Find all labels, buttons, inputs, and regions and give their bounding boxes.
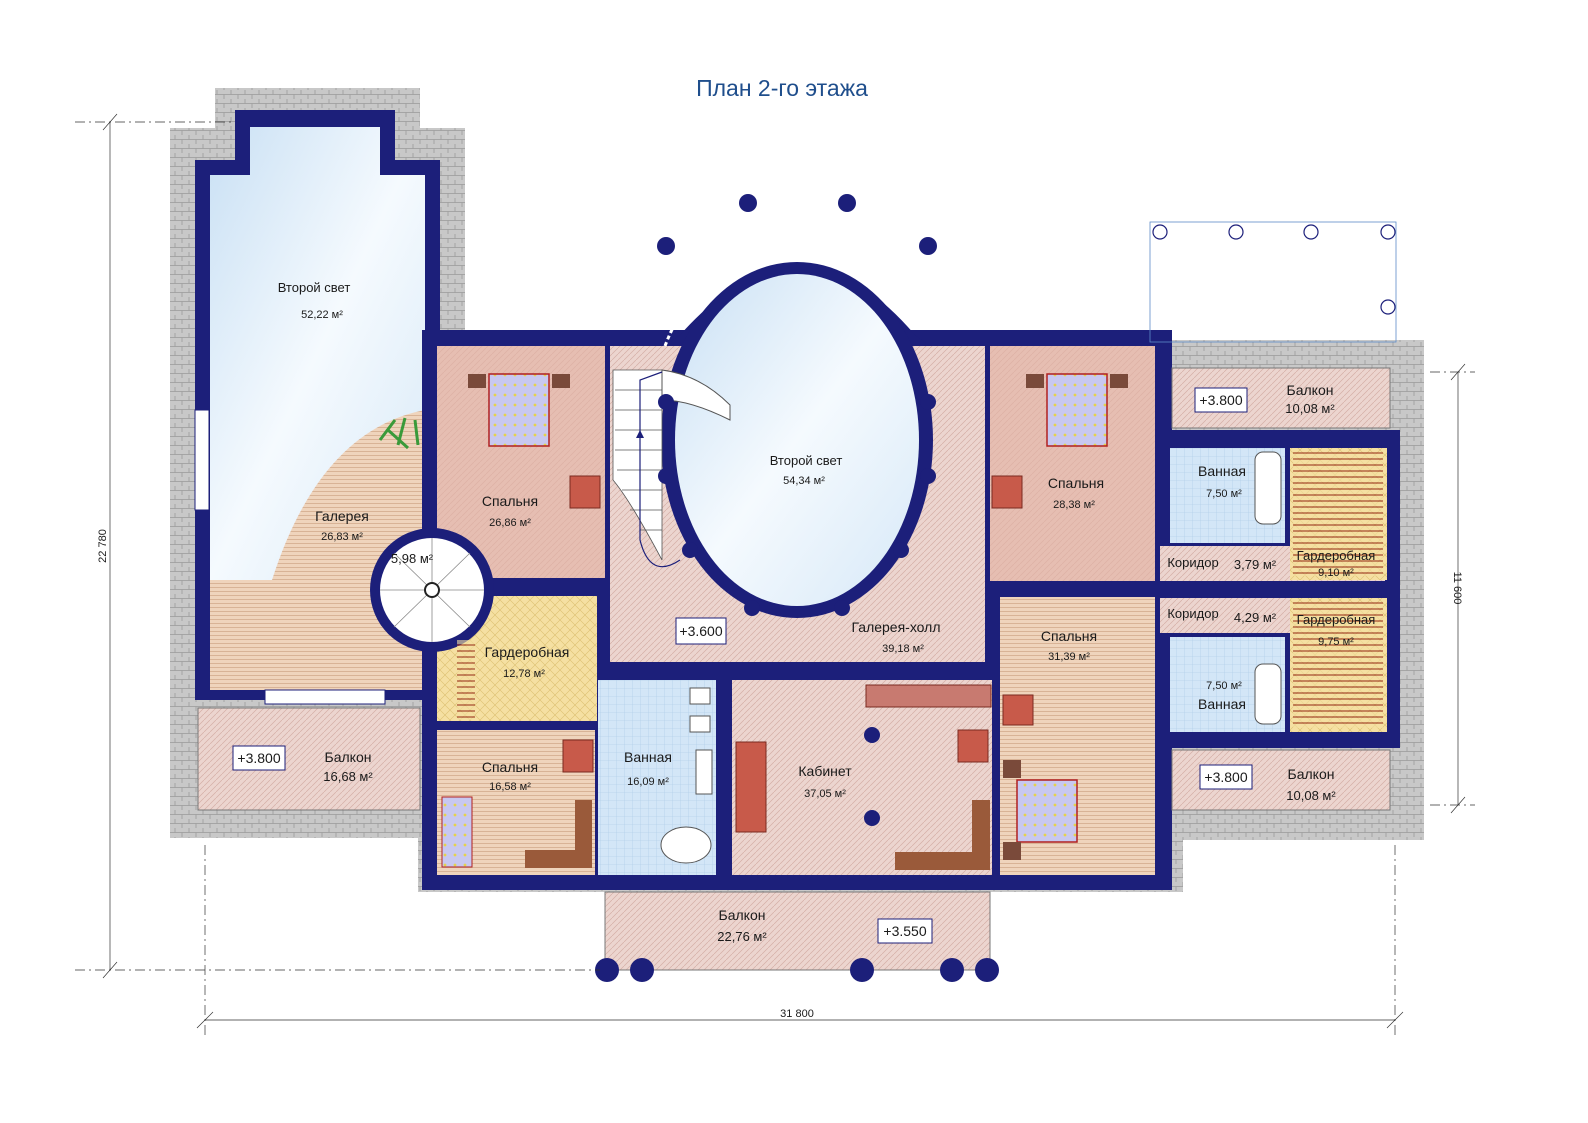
room-area-bedroom-1: 26,86 м² [489,517,531,529]
room-name-gallery: Галерея [315,508,369,524]
furniture [378,373,1383,870]
room-name-study: Кабинет [798,763,852,779]
room-area-balcony-front: 22,76 м² [717,929,767,944]
room-name-light-left: Второй свет [278,280,351,295]
room-area-bedroom-4: 16,58 м² [489,781,531,793]
level-balcony-front: +3.550 [883,923,926,939]
room-area-bath-2: 7,50 м² [1206,488,1242,500]
room-name-bedroom-3: Спальня [1041,628,1097,644]
room-area-wardrobe-3: 9,75 м² [1318,636,1354,648]
room-area-balcony-r1: 10,08 м² [1285,401,1335,416]
room-name-bedroom-4: Спальня [482,759,538,775]
room-area-hall: 39,18 м² [882,643,924,655]
oval-atrium [661,262,933,618]
room-area-bath-1: 16,09 м² [627,776,669,788]
spiral-staircase [370,528,494,652]
dimension-total-width: 31 800 [780,1008,814,1020]
room-area-bath-3: 7,50 м² [1206,680,1242,692]
room-name-bath-3: Ванная [1198,696,1246,712]
room-name-bath-2: Ванная [1198,463,1246,479]
room-name-balcony-left: Балкон [325,749,372,765]
room-name-balcony-r2: Балкон [1288,766,1335,782]
room-area-balcony-left: 16,68 м² [323,769,373,784]
room-area-corridor-2: 4,29 м² [1234,610,1277,625]
room-area-wardrobe-2: 9,10 м² [1318,567,1354,579]
level-boxes [232,387,1253,944]
level-balcony-r1: +3.800 [1199,392,1242,408]
level-hall: +3.600 [679,623,722,639]
room-name-balcony-r1: Балкон [1287,382,1334,398]
room-area-stair-small: 5,98 м² [391,551,434,566]
room-name-bedroom-2: Спальня [1048,475,1104,491]
room-name-balcony-front: Балкон [719,907,766,923]
room-name-wardrobe-2: Гардеробная [1297,548,1376,563]
level-balcony-r2: +3.800 [1204,769,1247,785]
level-balcony-left: +3.800 [237,750,280,766]
page-title: План 2-го этажа [696,75,868,101]
room-name-corridor-2: Коридор [1167,606,1218,621]
room-area-corridor-1: 3,79 м² [1234,557,1277,572]
room-name-corridor-1: Коридор [1167,555,1218,570]
room-area-gallery: 26,83 м² [321,531,363,543]
balconies [197,221,1397,971]
room-name-bath-1: Ванная [624,749,672,765]
dimension-right-height: 11 600 [1451,572,1463,605]
room-area-balcony-r2: 10,08 м² [1286,788,1336,803]
main-staircase [612,369,731,568]
room-area-study: 37,05 м² [804,788,846,800]
room-area-light-left: 52,22 м² [301,309,343,321]
room-area-light-center: 54,34 м² [783,475,825,487]
room-name-wardrobe-3: Гардеробная [1297,612,1376,627]
room-name-wardrobe-1: Гардеробная [485,644,570,660]
room-name-light-center: Второй свет [770,453,843,468]
pergola-posts [1152,224,1396,315]
room-area-bedroom-3: 31,39 м² [1048,651,1090,663]
room-area-wardrobe-1: 12,78 м² [503,668,545,680]
dimension-total-height: 22 780 [97,529,109,563]
dimension-lines [75,113,1475,1035]
room-name-hall: Галерея-холл [851,619,940,635]
room-area-bedroom-2: 28,38 м² [1053,499,1095,511]
room-name-bedroom-1: Спальня [482,493,538,509]
columns [595,194,999,982]
